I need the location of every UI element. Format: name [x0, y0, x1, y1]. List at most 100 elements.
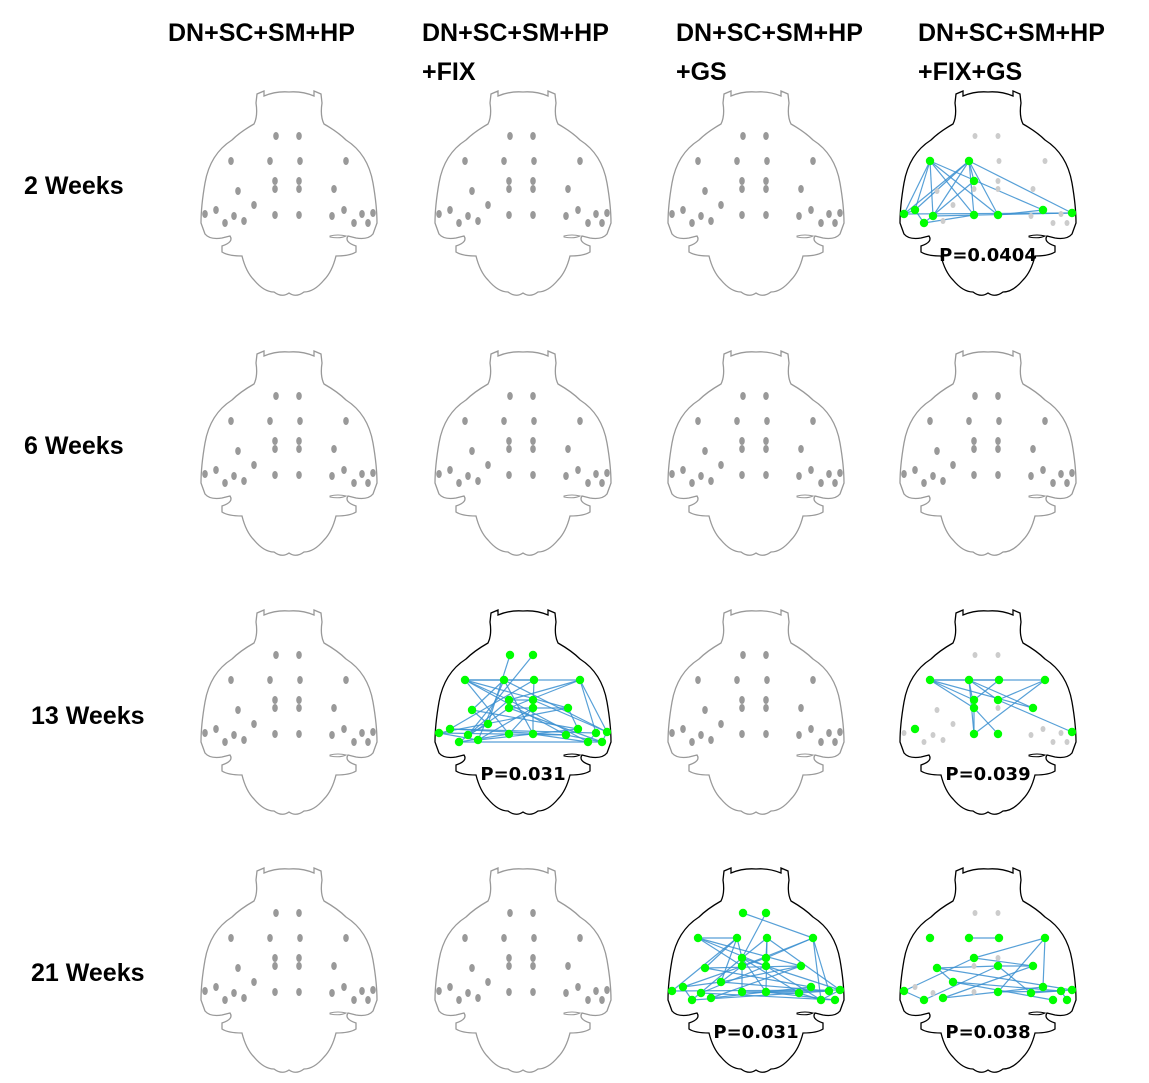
node-8	[296, 696, 302, 704]
node-10	[934, 707, 940, 713]
node-14	[436, 470, 442, 478]
node-18	[329, 472, 335, 480]
node-19	[575, 466, 581, 474]
node-24	[583, 737, 593, 747]
node-0	[740, 132, 746, 140]
edge-3-21	[503, 679, 608, 733]
node-23	[475, 994, 481, 1002]
edge-3-14	[903, 160, 970, 215]
edge-1-6	[741, 912, 767, 959]
node-16	[272, 471, 278, 479]
node-23	[475, 217, 481, 225]
node-12	[485, 201, 491, 209]
p-value-label: P=0.0404	[939, 245, 1037, 266]
node-13	[213, 206, 219, 214]
edge-17-19	[997, 209, 1044, 216]
node-17	[528, 729, 538, 739]
edge-2-14	[903, 160, 931, 215]
node-0	[740, 651, 746, 659]
node-9	[995, 705, 1001, 711]
edge-12-13	[682, 981, 722, 988]
node-13	[678, 982, 688, 992]
node-21	[837, 728, 843, 736]
node-22	[689, 219, 695, 227]
node-14	[436, 210, 442, 218]
node-5	[1040, 933, 1050, 943]
edge-19-23	[942, 986, 1044, 999]
node-14	[202, 729, 208, 737]
node-18	[563, 212, 569, 220]
node-8	[995, 437, 1001, 445]
node-2	[228, 417, 234, 425]
node-8	[761, 953, 771, 963]
node-18	[796, 731, 802, 739]
node-11	[798, 445, 804, 453]
node-8	[530, 954, 536, 962]
node-9	[993, 961, 1003, 971]
node-11	[331, 445, 337, 453]
node-1	[995, 910, 1001, 916]
node-18	[329, 212, 335, 220]
node-19	[808, 725, 814, 733]
node-15	[231, 472, 237, 480]
edge-6-11	[973, 957, 1034, 967]
node-3	[267, 157, 273, 165]
node-14	[667, 986, 677, 996]
node-6	[969, 953, 979, 963]
node-6	[969, 176, 979, 186]
node-20	[359, 210, 365, 218]
node-18	[329, 989, 335, 997]
edge-3-12	[720, 937, 738, 983]
node-12	[950, 721, 956, 727]
node-1	[528, 650, 538, 660]
p-value-label: P=0.031	[480, 764, 565, 785]
edge-5-19	[1042, 937, 1046, 988]
node-13	[213, 983, 219, 991]
node-5	[810, 157, 816, 165]
node-20	[1056, 986, 1066, 996]
brain-outline	[667, 609, 845, 815]
node-3	[734, 417, 740, 425]
node-16	[739, 730, 745, 738]
node-22	[222, 996, 228, 1004]
edge-3-8	[968, 679, 999, 701]
brain-outline	[200, 350, 378, 556]
node-15	[465, 472, 471, 480]
node-24	[818, 219, 824, 227]
brain-map-r4-c4: P=0.038	[899, 867, 1077, 1073]
node-22	[919, 218, 929, 228]
brain-map-r2-c3	[667, 350, 845, 556]
node-14	[202, 470, 208, 478]
node-2	[925, 675, 935, 685]
node-21	[370, 986, 376, 994]
node-7	[272, 185, 278, 193]
node-15	[231, 731, 237, 739]
brain-map-r1-c2	[434, 90, 612, 296]
node-21	[604, 209, 610, 217]
node-1	[530, 132, 536, 140]
node-3	[734, 157, 740, 165]
node-19	[341, 983, 347, 991]
edge-5-20	[812, 937, 830, 992]
node-3	[501, 157, 507, 165]
edge-9-10	[936, 965, 999, 969]
node-1	[761, 908, 771, 918]
node-11	[331, 962, 337, 970]
node-7	[272, 445, 278, 453]
node-17	[296, 730, 302, 738]
node-16	[739, 211, 745, 219]
node-2	[462, 934, 468, 942]
node-8	[296, 437, 302, 445]
node-12	[950, 202, 956, 208]
node-23	[475, 477, 481, 485]
node-21	[1067, 208, 1077, 218]
node-10	[469, 187, 475, 195]
node-24	[816, 995, 826, 1005]
node-25	[599, 219, 605, 227]
node-1	[296, 392, 302, 400]
node-0	[507, 392, 513, 400]
node-15	[930, 990, 936, 996]
node-25	[365, 219, 371, 227]
node-14	[669, 210, 675, 218]
row-label-3: 13 Weeks	[31, 702, 145, 730]
